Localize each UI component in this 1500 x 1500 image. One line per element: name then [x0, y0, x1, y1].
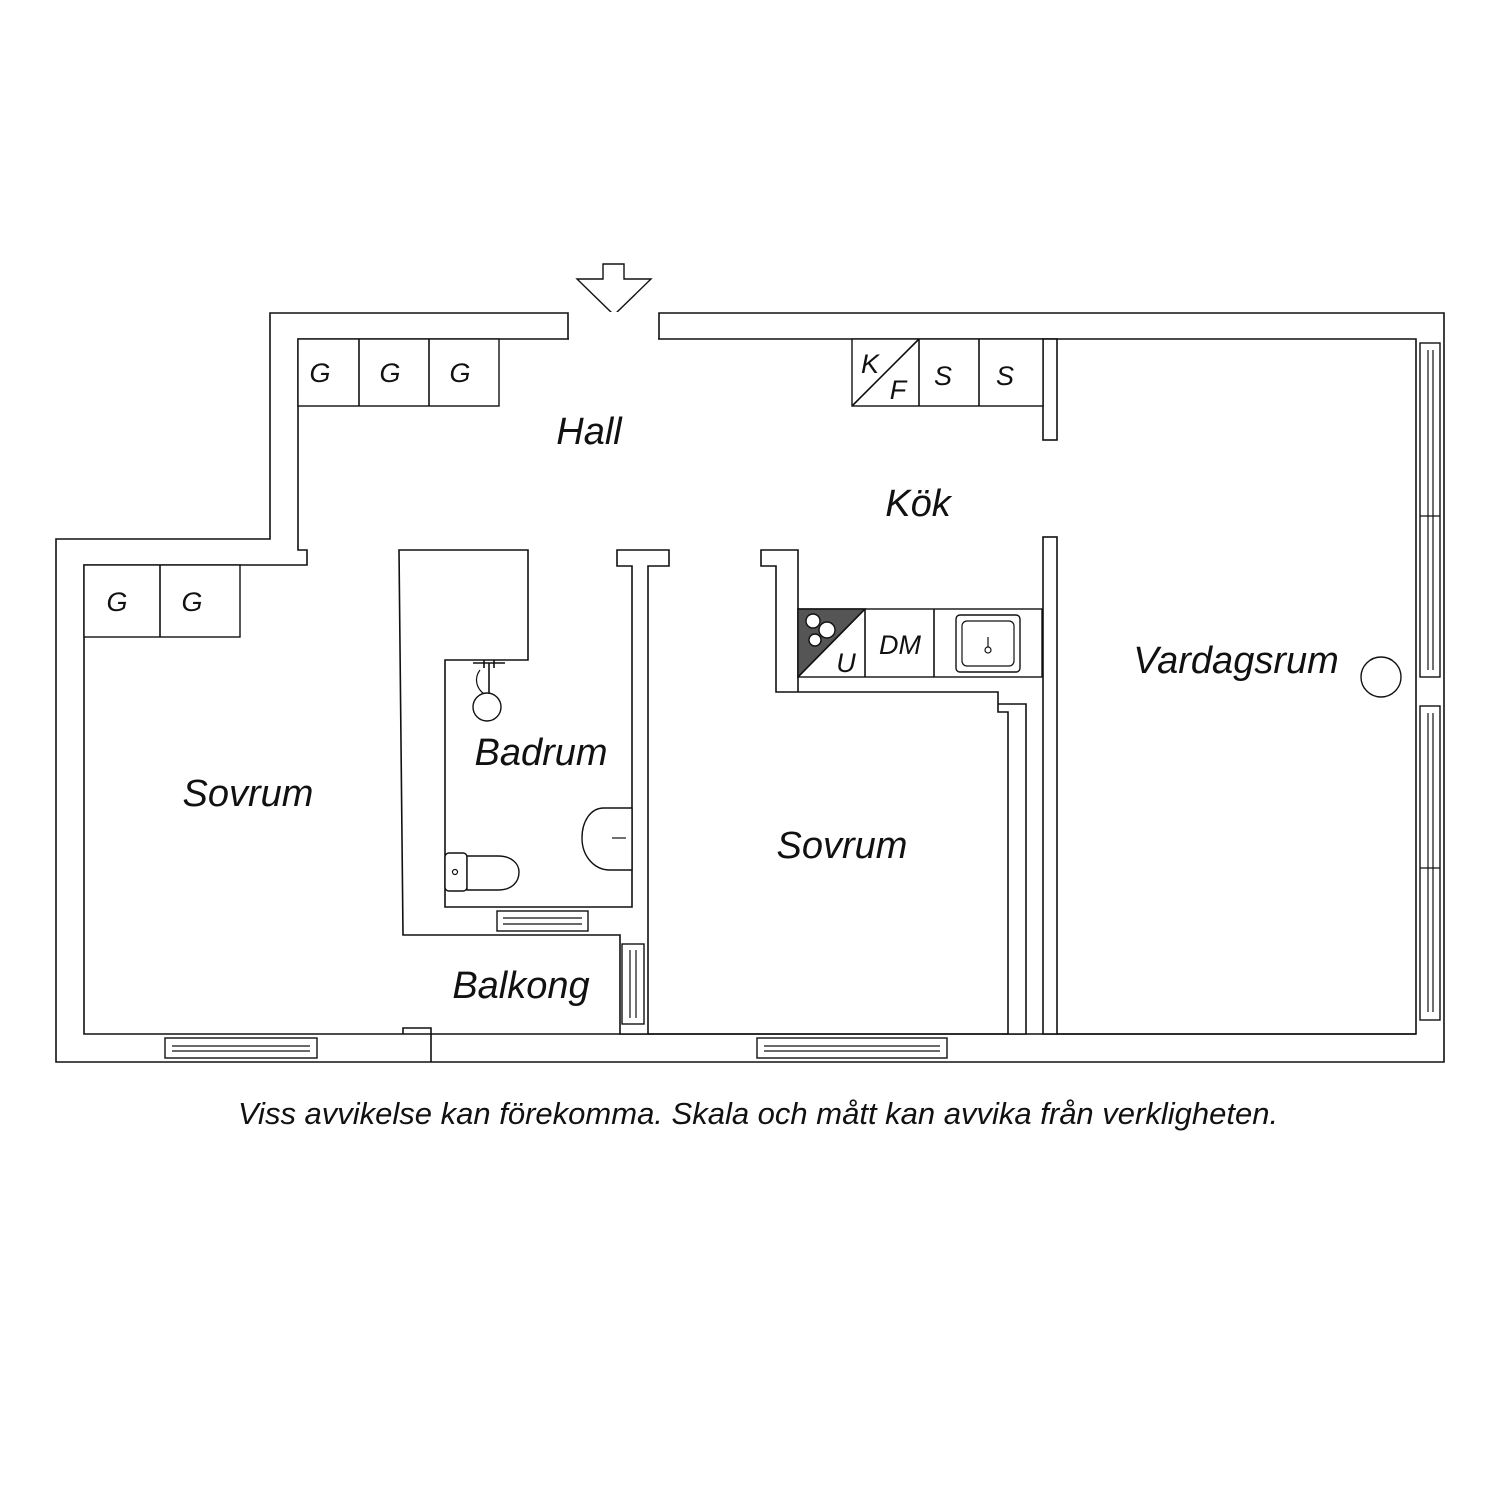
entrance-door-gap: [569, 312, 658, 340]
room-label-hall: Hall: [556, 411, 623, 453]
room-labels: Hall Kök Vardagsrum Sovrum Sovrum Badrum…: [183, 411, 1339, 1007]
fridge-label: K: [861, 349, 880, 379]
cabinet-label: S: [934, 361, 952, 391]
room-label-balkong: Balkong: [452, 965, 589, 1007]
shower-icon: [472, 660, 505, 722]
exterior-wall: [55, 312, 1445, 1063]
windows: [164, 342, 1441, 1059]
room-label-kok: Kök: [885, 483, 952, 525]
chimney-icon: [1360, 656, 1402, 698]
wardrobe-label: G: [106, 587, 127, 617]
room-label-vardagsrum: Vardagsrum: [1133, 640, 1339, 682]
kitchen-counter: U DM: [797, 608, 1043, 679]
oven-label: U: [836, 648, 856, 678]
wardrobe-label: G: [181, 587, 202, 617]
bathroom-fixtures: [444, 660, 633, 892]
wardrobe-label: G: [449, 358, 470, 388]
interior-walls: [398, 338, 1416, 1062]
kitchen-top-cabinets: K F S S: [851, 338, 1044, 407]
hall-wardrobes: G G G: [297, 338, 500, 407]
washbasin-icon: [581, 807, 633, 871]
toilet-icon: [444, 852, 520, 892]
wardrobe-label: G: [309, 358, 330, 388]
wardrobe-label: G: [379, 358, 400, 388]
cabinet-label: S: [996, 361, 1014, 391]
freezer-label: F: [890, 375, 908, 405]
dishwasher-label: DM: [879, 630, 921, 660]
entrance-arrow-icon: [575, 263, 653, 316]
room-label-sovrum-middle: Sovrum: [777, 825, 908, 867]
bedroom-wardrobes: G G: [83, 564, 241, 638]
room-label-badrum: Badrum: [474, 732, 607, 774]
room-label-sovrum-left: Sovrum: [183, 773, 314, 815]
disclaimer-caption: Viss avvikelse kan förekomma. Skala och …: [238, 1096, 1278, 1131]
